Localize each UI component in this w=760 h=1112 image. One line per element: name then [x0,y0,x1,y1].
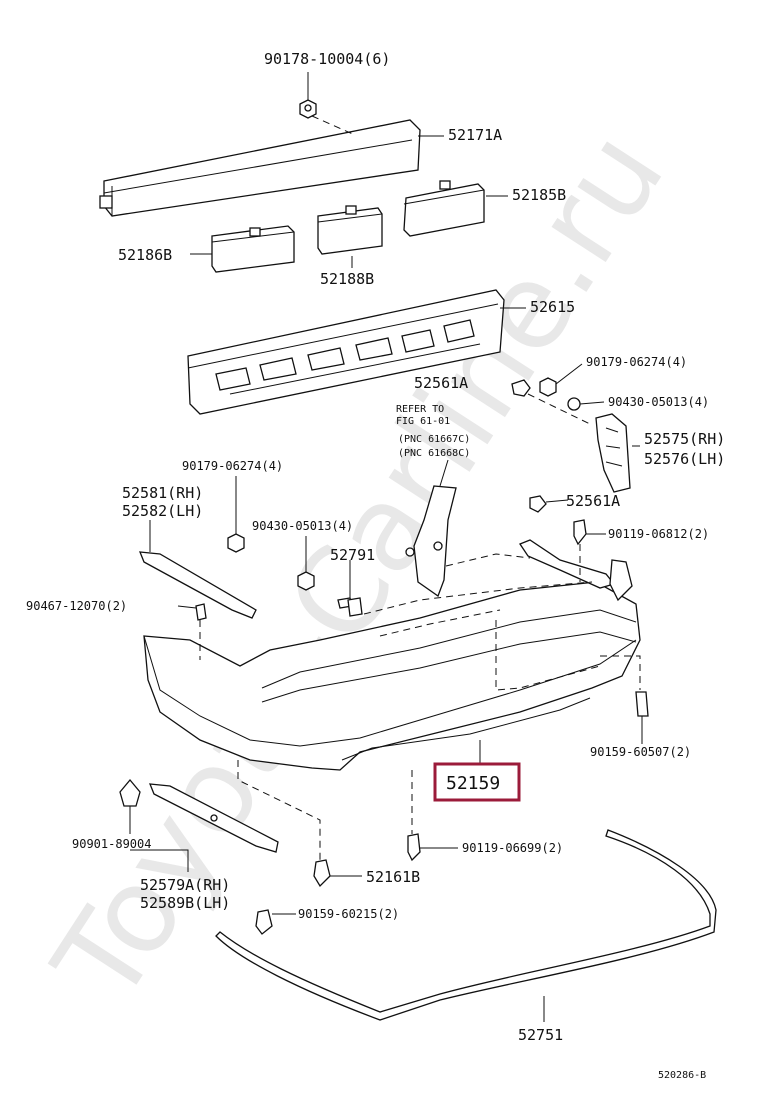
clip-52161B[interactable] [313,859,331,888]
absorber-52185B[interactable] [403,180,485,237]
label-52576: 52576(LH) [644,450,725,468]
label-90430-left: 90430-05013(4) [252,519,353,533]
label-52581: 52581(RH) [122,484,203,502]
label-90159-right: 90159-60507(2) [590,745,691,759]
label-refer-3: (PNC 61667C) [398,434,470,445]
energy-absorber-52615[interactable] [187,289,505,415]
nut-90179-left[interactable] [227,533,245,553]
reinforcement-52171A[interactable] [99,119,421,217]
label-52188B: 52188B [320,270,374,288]
moulding-52751[interactable] [215,829,717,1021]
retainer-52581[interactable] [138,551,257,619]
label-52171A: 52171A [448,126,502,144]
clip-52561A-upper[interactable] [511,379,531,397]
bolt-90159-right[interactable] [635,691,649,717]
bolt-90178[interactable] [299,99,317,119]
bolt-90119-upper[interactable] [573,519,587,546]
nut-90430-upper[interactable] [567,397,581,411]
retainer-52579A[interactable] [148,783,279,853]
clip-90467[interactable] [195,603,207,621]
nut-90430-left[interactable] [297,571,315,591]
label-52579A: 52579A(RH) [140,876,230,894]
absorber-52188B[interactable] [317,205,383,255]
clip-90901[interactable] [119,778,141,807]
label-52161B: 52161B [366,868,420,886]
label-90119-upper: 90119-06812(2) [608,527,709,541]
label-52561A-upper: 52561A [414,374,468,392]
label-90179-left: 90179-06274(4) [182,459,283,473]
clip-52561A-lower[interactable] [529,495,547,513]
label-52582: 52582(LH) [122,502,203,520]
label-90430-upper: 90430-05013(4) [608,395,709,409]
diagram-code: 520286-B [658,1070,706,1081]
label-52615: 52615 [530,298,575,316]
label-52751: 52751 [518,1026,563,1044]
label-90159-lower: 90159-60215(2) [298,907,399,921]
label-52186B: 52186B [118,246,172,264]
label-90178: 90178-10004(6) [264,50,390,68]
highlight-box [433,762,521,802]
label-refer-2: FIG 61-01 [396,416,450,427]
side-bracket-ref[interactable] [405,485,457,598]
label-refer-4: (PNC 61668C) [398,448,470,459]
label-refer-1: REFER TO [396,404,444,415]
label-52159: 52159 [446,773,500,794]
retainer-52575[interactable] [595,413,631,493]
bolt-90119-lower[interactable] [407,833,421,862]
label-90467: 90467-12070(2) [26,599,127,613]
label-90901: 90901-89004 [72,837,151,851]
screw-52791[interactable] [337,597,363,617]
bolt-90159-lower[interactable] [255,909,273,935]
absorber-52186B[interactable] [211,225,295,273]
label-52575: 52575(RH) [644,430,725,448]
label-52561A-lower: 52561A [566,492,620,510]
nut-90179-upper[interactable] [539,377,557,397]
label-90179-upper: 90179-06274(4) [586,355,687,369]
label-52589B: 52589B(LH) [140,894,230,912]
label-52791: 52791 [330,546,375,564]
label-52185B: 52185B [512,186,566,204]
label-90119-lower: 90119-06699(2) [462,841,563,855]
